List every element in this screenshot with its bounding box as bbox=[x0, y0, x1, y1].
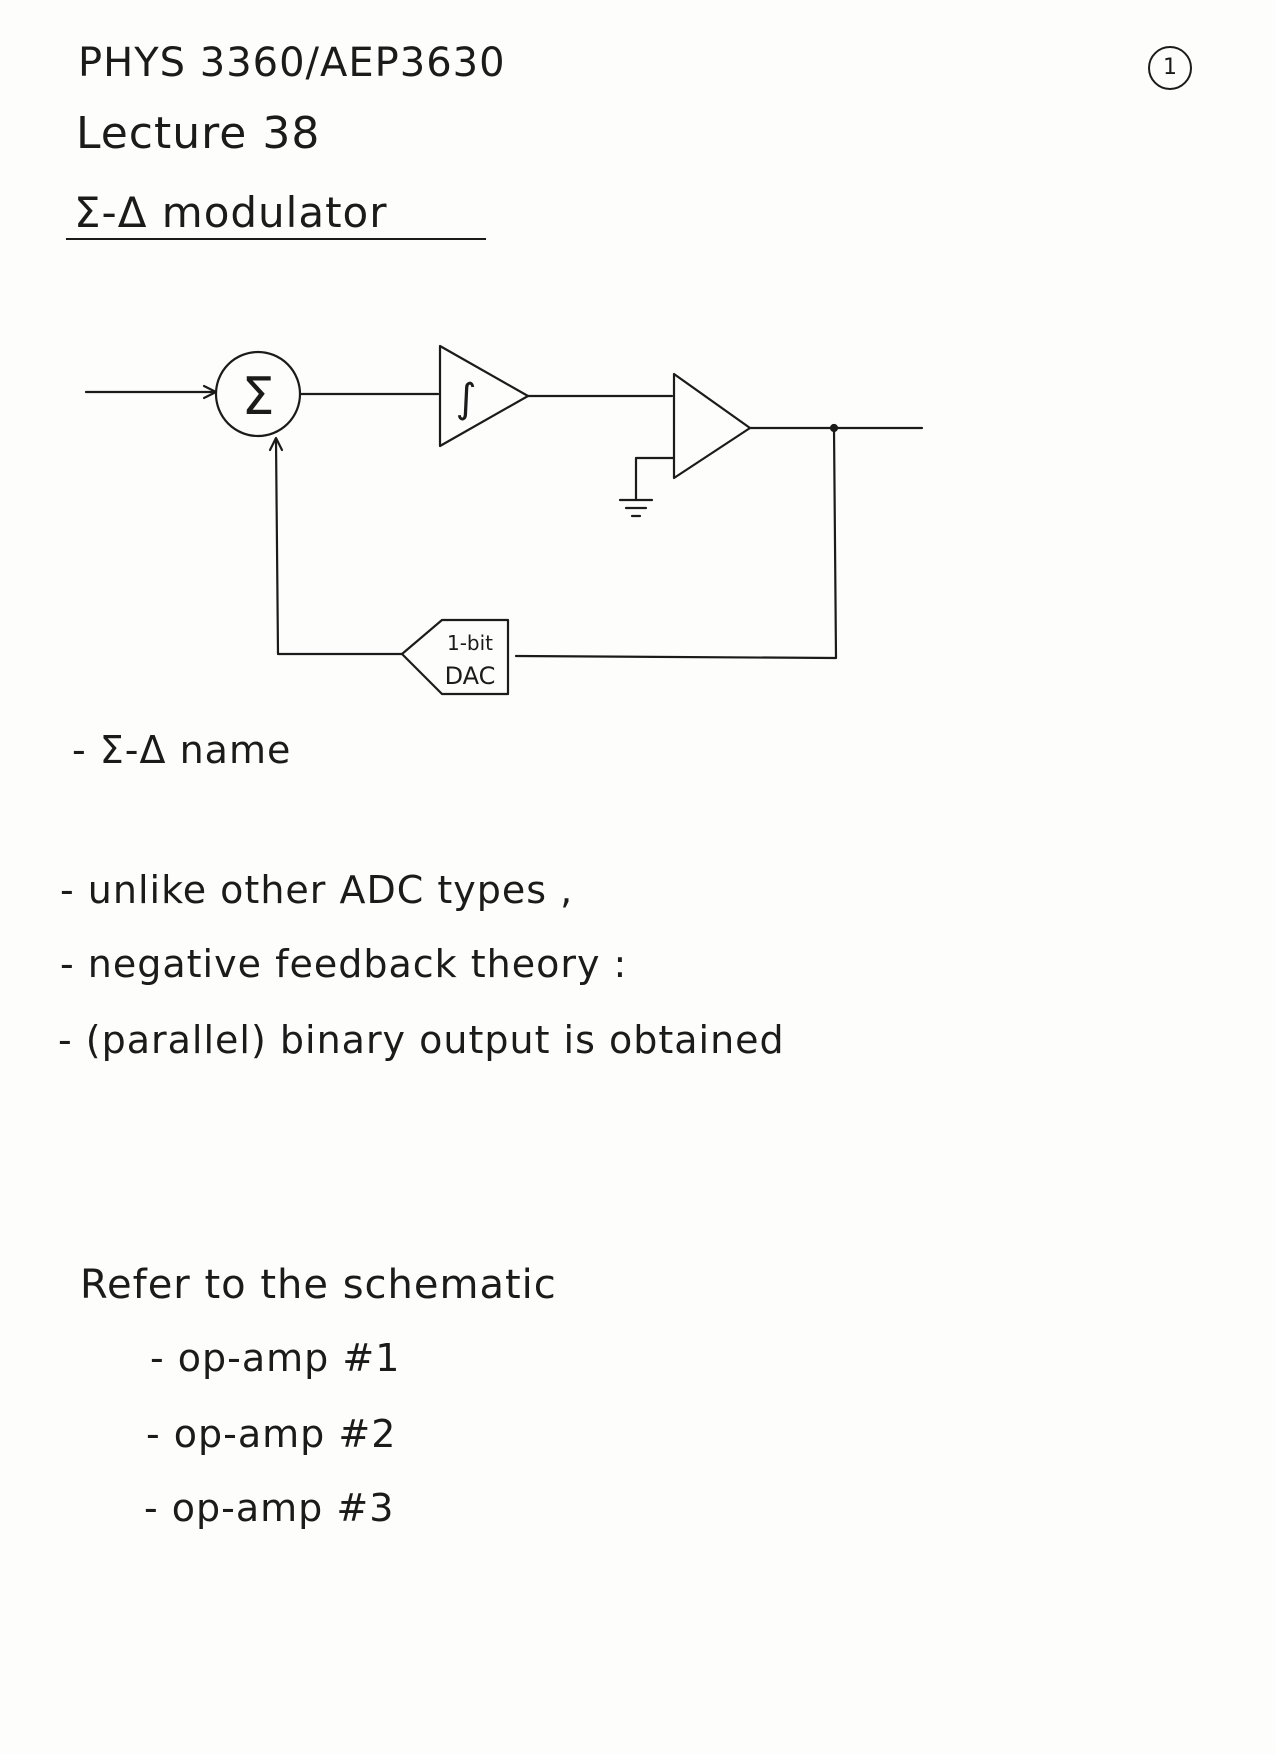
subject-underline bbox=[66, 238, 486, 240]
dac-label-line1: 1-bit bbox=[447, 631, 493, 655]
schematic-item-2: - op-amp #2 bbox=[146, 1412, 397, 1456]
summer-symbol: Σ bbox=[242, 367, 275, 427]
lecture-title: Lecture 38 bbox=[76, 108, 321, 159]
note-bullet-1: - unlike other ADC types , bbox=[60, 868, 574, 912]
integrator-symbol: ∫ bbox=[456, 376, 477, 422]
note-bullet-2: - negative feedback theory : bbox=[60, 942, 628, 986]
integrator-triangle bbox=[438, 344, 530, 448]
dac-block bbox=[400, 618, 510, 696]
schematic-item-3: - op-amp #3 bbox=[144, 1486, 395, 1530]
feedback-arrow-icon bbox=[268, 436, 284, 452]
schematic-item-1: - op-amp #1 bbox=[150, 1336, 401, 1380]
dac-label-line2: DAC bbox=[445, 662, 496, 690]
comparator-triangle bbox=[672, 372, 752, 480]
schematic-intro: Refer to the schematic bbox=[80, 1262, 557, 1308]
page-number: 1 bbox=[1148, 46, 1192, 90]
note-bullet-3: - (parallel) binary output is obtained bbox=[58, 1018, 785, 1062]
sigma-delta-name-note: - Σ-Δ name bbox=[72, 728, 292, 772]
subject-title: Σ-Δ modulator bbox=[74, 188, 388, 237]
feedback-wire-right bbox=[514, 426, 838, 660]
course-code: PHYS 3360/AEP3630 bbox=[78, 40, 506, 86]
comparator-ground-wire bbox=[634, 456, 676, 502]
feedback-wire-left bbox=[274, 438, 404, 656]
sigma-delta-block-diagram: Σ ∫ 1-bit DAC bbox=[84, 344, 924, 696]
